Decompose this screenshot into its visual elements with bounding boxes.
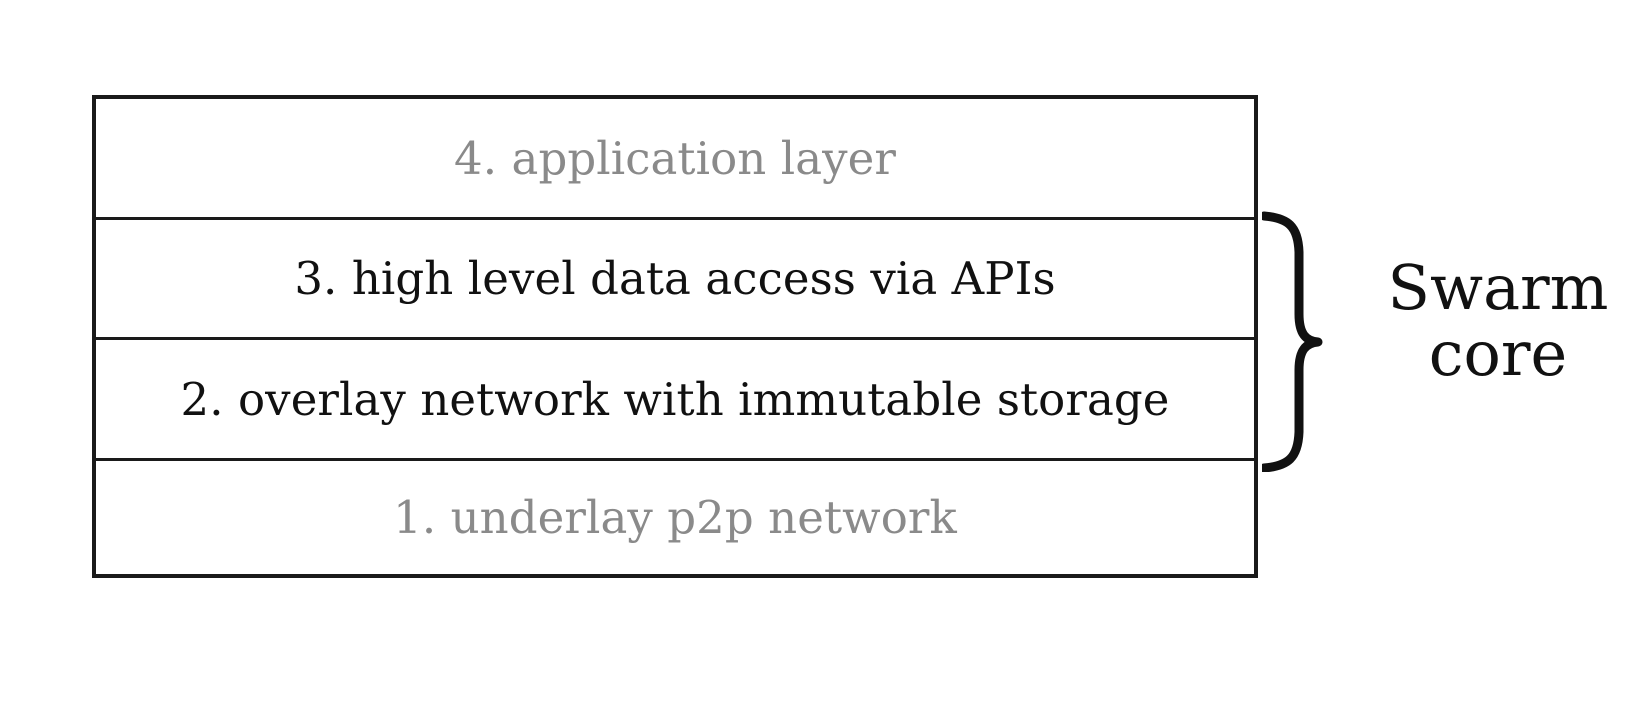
layer-label-api-access: 3. high level data access via APIs	[294, 252, 1056, 305]
annotation-line-core: core	[1428, 317, 1568, 391]
layer-row-overlay-network[interactable]: 2. overlay network with immutable storag…	[96, 337, 1254, 458]
layer-label-overlay-network: 2. overlay network with immutable storag…	[180, 372, 1170, 426]
right-curly-brace-icon	[1262, 211, 1323, 472]
swarm-core-annotation: Swarm core	[1378, 251, 1618, 391]
layer-stack: 4. application layer 3. high level data …	[92, 95, 1258, 578]
swarm-core-brace	[1262, 210, 1372, 472]
layer-label-application: 4. application layer	[454, 131, 896, 185]
layer-row-application[interactable]: 4. application layer	[96, 99, 1254, 217]
layer-row-underlay-network[interactable]: 1. underlay p2p network	[96, 458, 1254, 574]
layer-row-api-access[interactable]: 3. high level data access via APIs	[96, 217, 1254, 337]
annotation-line-swarm: Swarm	[1387, 251, 1609, 324]
layer-label-underlay-network: 1. underlay p2p network	[393, 491, 957, 544]
